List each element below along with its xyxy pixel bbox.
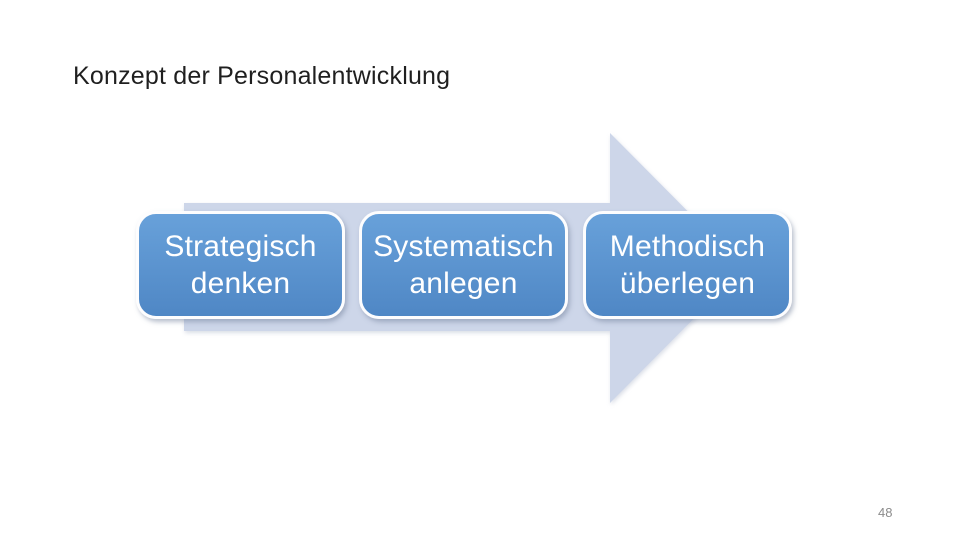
step-3-label-line-2: überlegen [619, 267, 756, 300]
process-step-box-2: Systematisch anlegen [359, 211, 568, 319]
slide-number: 48 [878, 505, 893, 520]
process-step-box-1: Strategisch denken [136, 211, 345, 319]
step-1-label-line-2: denken [190, 267, 291, 300]
process-step-box-3: Methodisch überlegen [583, 211, 792, 319]
step-3-label-line-1: Methodisch [609, 230, 766, 263]
slide-title: Konzept der Personalentwicklung [73, 62, 451, 90]
step-2-label-line-1: Systematisch [373, 230, 554, 263]
step-2-label-line-2: anlegen [409, 267, 518, 300]
step-1-label-line-1: Strategisch [164, 230, 317, 263]
